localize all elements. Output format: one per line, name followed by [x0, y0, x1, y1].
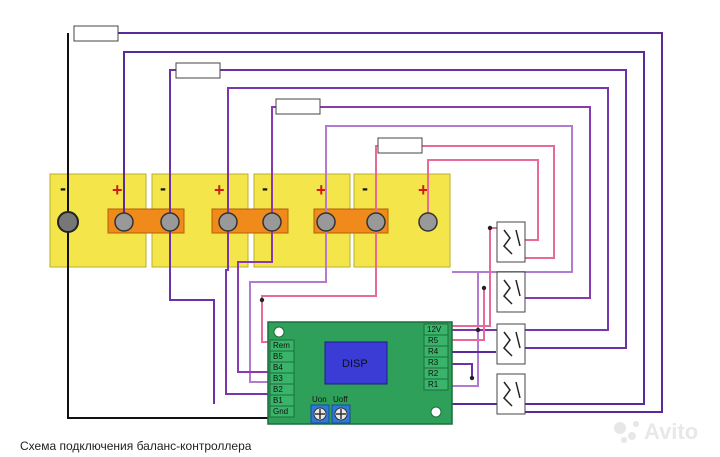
- diagram-caption: Схема подключения баланс-контроллера: [20, 439, 252, 453]
- battery-terminals: [57, 211, 438, 233]
- display-label: DISP: [342, 358, 368, 370]
- pin-label-b3: B3: [273, 374, 283, 383]
- controller-board: Rem B5 B4 B3 B2 B1 Gnd DISP 12V R5 R4 R: [267, 321, 453, 425]
- pin-label-12v: 12V: [427, 325, 442, 334]
- relay-3: [496, 323, 526, 365]
- battery-4-minus-sign: -: [362, 178, 368, 198]
- pin-label-r5: R5: [428, 336, 439, 345]
- battery-2-minus-sign: -: [160, 178, 166, 198]
- battery-1-plus-sign: +: [112, 180, 123, 200]
- pin-label-rem: Rem: [273, 341, 290, 350]
- fuse-4: [377, 137, 423, 154]
- pin-label-b4: B4: [273, 363, 283, 372]
- battery-4-plus-sign: +: [418, 180, 429, 200]
- pin-label-b1: B1: [273, 396, 283, 405]
- trim-pot-uon[interactable]: [310, 404, 330, 424]
- fuse-2: [175, 62, 221, 79]
- battery-3-plus-sign: +: [316, 180, 327, 200]
- fuse-3: [275, 98, 321, 115]
- trim-pot-uoff[interactable]: [331, 404, 351, 424]
- relay-2: [496, 271, 526, 313]
- fuse-1: [73, 25, 119, 42]
- trim-label-uoff: Uoff: [333, 395, 348, 404]
- trim-label-uon: Uon: [312, 395, 327, 404]
- pin-label-r2: R2: [428, 369, 439, 378]
- battery-2-plus-sign: +: [214, 180, 225, 200]
- display-module: [324, 341, 388, 385]
- battery-1-minus-sign: -: [60, 178, 66, 198]
- avito-watermark: Avito: [644, 419, 699, 444]
- relay-4: [496, 373, 526, 415]
- battery-3-minus-sign: -: [262, 178, 268, 198]
- pin-label-gnd: Gnd: [273, 407, 288, 416]
- pin-label-r3: R3: [428, 358, 439, 367]
- wire-bundle: [67, 32, 663, 413]
- pin-label-b5: B5: [273, 352, 283, 361]
- junction-dots: [259, 225, 493, 381]
- avito-logo: [614, 421, 639, 443]
- pin-label-r1: R1: [428, 380, 439, 389]
- relay-1: [496, 221, 526, 263]
- wire-ground: [67, 222, 268, 419]
- pin-label-b2: B2: [273, 385, 283, 394]
- pin-label-r4: R4: [428, 347, 439, 356]
